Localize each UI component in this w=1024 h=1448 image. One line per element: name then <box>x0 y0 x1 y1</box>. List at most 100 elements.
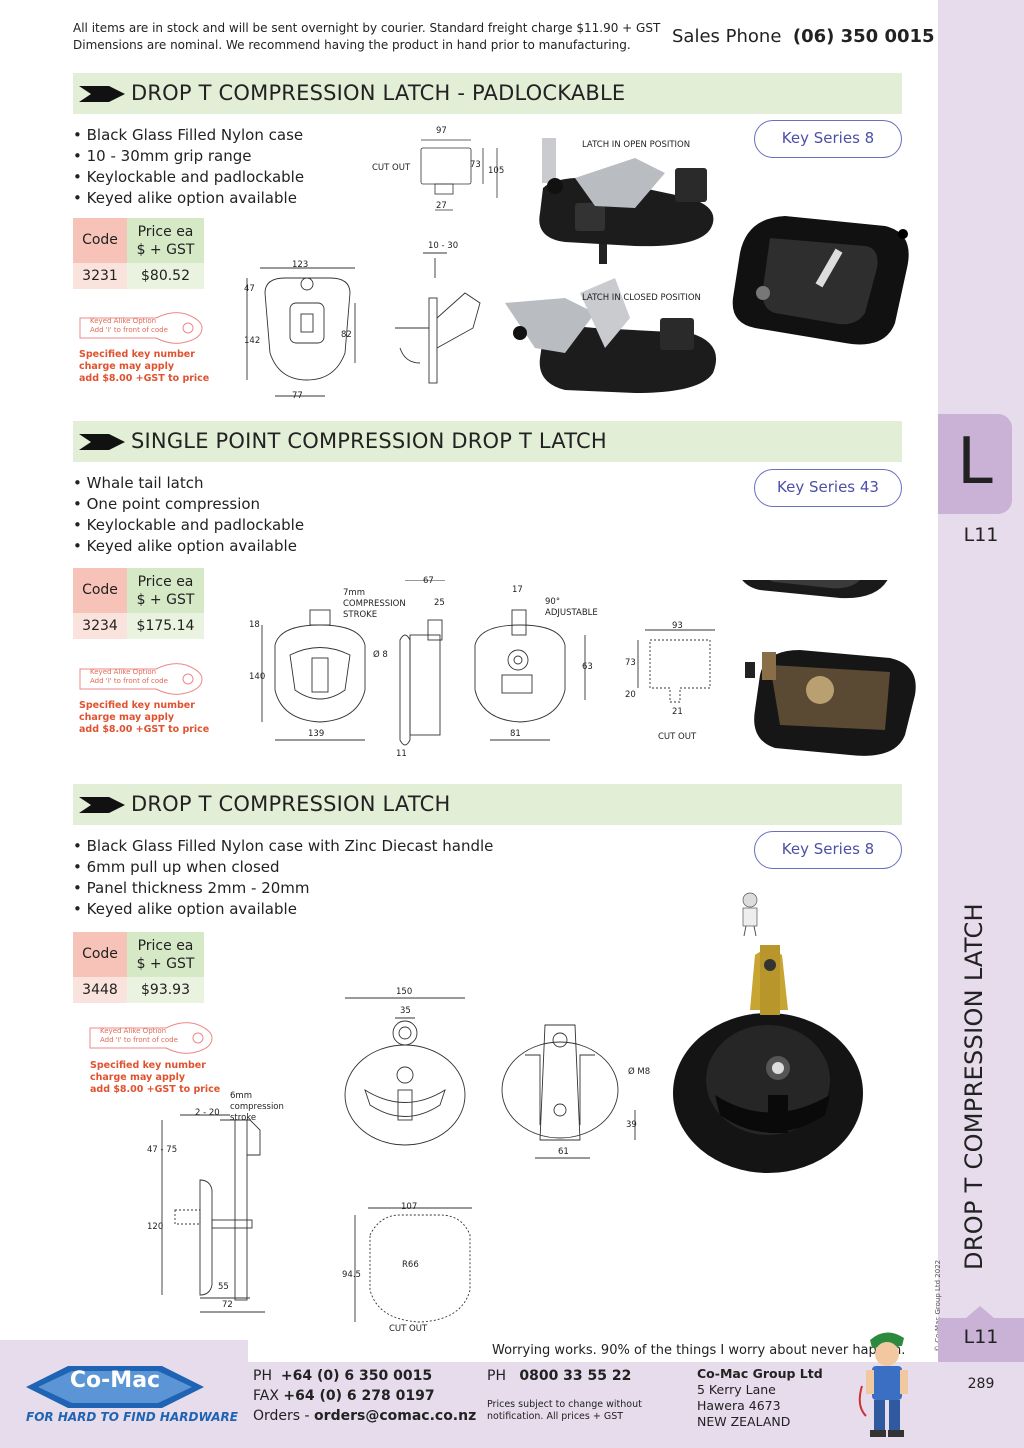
footer-address: Co-Mac Group Ltd 5 Kerry Lane Hawera 467… <box>697 1366 823 1429</box>
dim-label: 72 <box>222 1300 233 1310</box>
feature-item: Keyed alike option available <box>73 536 304 557</box>
logo-text: Co-Mac <box>69 1368 161 1393</box>
section2-drawings <box>261 580 916 756</box>
page-number: 289 <box>967 1376 995 1392</box>
dim-label: CUT OUT <box>372 163 411 173</box>
feature-item: Whale tail latch <box>73 473 304 494</box>
sales-label: Sales Phone <box>672 26 782 47</box>
arrow-icon <box>79 797 125 813</box>
sales-number[interactable]: (06) 350 0015 <box>792 26 935 47</box>
key-icon <box>89 1022 213 1054</box>
bottom-code: L11 <box>963 1326 999 1348</box>
freephone-link[interactable]: 0800 33 55 22 <box>519 1368 632 1384</box>
dim-label: 142 <box>244 336 261 346</box>
dim-label: 10 - 30 <box>428 241 459 251</box>
dim-label: 55 <box>218 1282 229 1292</box>
section1-features: Black Glass Filled Nylon case 10 - 30mm … <box>73 125 304 209</box>
photo-caption: LATCH IN OPEN POSITION <box>582 140 691 150</box>
right-sidebar <box>938 0 1024 1448</box>
product-price: $93.93 <box>127 977 204 1003</box>
section-tab[interactable] <box>938 414 1012 514</box>
arrow-icon <box>79 434 125 450</box>
feature-item: 10 - 30mm grip range <box>73 146 304 167</box>
dim-label: 90°ADJUSTABLE <box>545 597 598 618</box>
dim-label: 47 <box>244 284 255 294</box>
dim-label: CUT OUT <box>389 1324 428 1334</box>
feature-item: Keylockable and padlockable <box>73 167 304 188</box>
header-note-line: All items are in stock and will be sent … <box>73 21 661 35</box>
header-note-line: Dimensions are nominal. We recommend hav… <box>73 38 631 52</box>
dim-label: 67 <box>423 576 434 586</box>
comac-logo-icon[interactable] <box>26 1364 204 1410</box>
section3-drawings <box>161 892 863 1323</box>
arrow-icon <box>79 86 125 102</box>
dim-label: Ø 8 <box>373 650 388 660</box>
footer-fax: FAX +64 (0) 6 278 0197 <box>253 1388 435 1404</box>
key-series-button[interactable]: Key Series 43 <box>754 469 902 507</box>
dim-label: Ø M8 <box>628 1067 651 1077</box>
dim-label: 93 <box>672 621 683 631</box>
email-link[interactable]: orders@comac.co.nz <box>314 1408 477 1424</box>
key-icon <box>79 663 203 695</box>
dim-label: 94.5 <box>342 1270 361 1280</box>
sales-phone: Sales Phone (06) 350 0015 <box>672 26 935 47</box>
feature-item: 6mm pull up when closed <box>73 857 493 878</box>
dim-label: 18 <box>249 620 260 630</box>
dim-label: 77 <box>292 391 303 401</box>
code-header: Code <box>73 568 127 613</box>
feature-item: Black Glass Filled Nylon case <box>73 125 304 146</box>
logo-tagline: FOR HARD TO FIND HARDWARE <box>26 1410 238 1424</box>
feature-item: Keylockable and padlockable <box>73 515 304 536</box>
section2-bar: SINGLE POINT COMPRESSION DROP T LATCH <box>73 421 902 462</box>
vertical-title: DROP T COMPRESSION LATCH <box>960 903 988 1270</box>
key-icon <box>79 312 203 344</box>
section1-title: DROP T COMPRESSION LATCH - PADLOCKABLE <box>131 81 626 105</box>
section3-title: DROP T COMPRESSION LATCH <box>131 792 451 816</box>
dim-label: 47 - 75 <box>147 1145 178 1155</box>
key-series-button[interactable]: Key Series 8 <box>754 120 902 158</box>
dim-label: 11 <box>396 749 407 759</box>
product-code[interactable]: 3234 <box>73 613 127 639</box>
footer-phone: PH +64 (0) 6 350 0015 <box>253 1368 433 1384</box>
price-header: Price ea$ + GST <box>127 932 204 977</box>
dim-label: 107 <box>401 1202 418 1212</box>
dim-label: 150 <box>396 987 413 997</box>
dim-label: 82 <box>341 330 352 340</box>
header-note: All items are in stock and will be sent … <box>73 20 660 54</box>
product-code[interactable]: 3448 <box>73 977 127 1003</box>
section1-drawings <box>246 138 909 397</box>
product-code[interactable]: 3231 <box>73 263 127 289</box>
feature-item: Black Glass Filled Nylon case with Zinc … <box>73 836 494 857</box>
section-letter: L <box>957 425 993 499</box>
dim-label: 2 - 20 <box>195 1108 220 1118</box>
code-header: Code <box>73 932 127 977</box>
section2-title: SINGLE POINT COMPRESSION DROP T LATCH <box>131 429 607 453</box>
price-header: Price ea$ + GST <box>127 218 204 263</box>
dim-label: R66 <box>402 1260 419 1270</box>
dim-label: 63 <box>582 662 593 672</box>
photo-caption: LATCH IN CLOSED POSITION <box>582 293 701 303</box>
dim-label: 20 <box>625 690 636 700</box>
footer-orders: Orders - orders@comac.co.nz <box>253 1408 477 1424</box>
phone-link[interactable]: +64 (0) 6 350 0015 <box>280 1368 433 1384</box>
dim-label: 140 <box>249 672 266 682</box>
dim-label: CUT OUT <box>658 732 697 742</box>
dim-label: 39 <box>626 1120 637 1130</box>
feature-item: One point compression <box>73 494 304 515</box>
dim-label: 25 <box>434 598 445 608</box>
dim-label: 105 <box>488 166 505 176</box>
dim-label: 120 <box>147 1222 164 1232</box>
dim-label: 35 <box>400 1006 411 1016</box>
footer-freephone: PH 0800 33 55 22 <box>487 1368 632 1384</box>
section-code: L11 <box>963 524 999 546</box>
key-series-button[interactable]: Key Series 8 <box>754 831 902 869</box>
dim-label: 73 <box>470 160 481 170</box>
product-price: $80.52 <box>127 263 204 289</box>
section3-bar: DROP T COMPRESSION LATCH <box>73 784 902 825</box>
